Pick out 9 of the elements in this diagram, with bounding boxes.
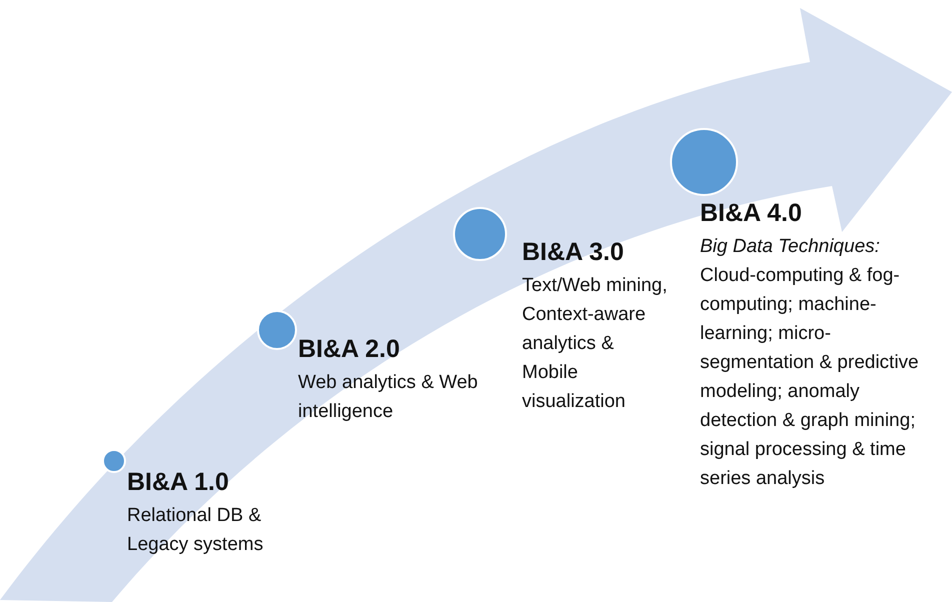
stage-description: Text/Web mining, Context-aware analytics & Mobile visualization <box>522 274 668 414</box>
stage-heading: BI&A 4.0 <box>700 198 803 228</box>
stage-description: Cloud-computing & fog-computing; machine-learning; micro-segmentation & predictive modeling; anomaly detection & graph mining; signal processing & time series analysis <box>700 264 920 491</box>
stage-description: Relational DB & Legacy systems <box>127 504 264 557</box>
stage-subtitle: Big Data Techniques: <box>700 235 881 259</box>
stage-description: Web analytics & Web intelligence <box>298 371 479 424</box>
stage-heading: BI&A 1.0 <box>127 467 230 497</box>
stage-heading: BI&A 3.0 <box>522 237 625 267</box>
stage-heading: BI&A 2.0 <box>298 334 401 364</box>
